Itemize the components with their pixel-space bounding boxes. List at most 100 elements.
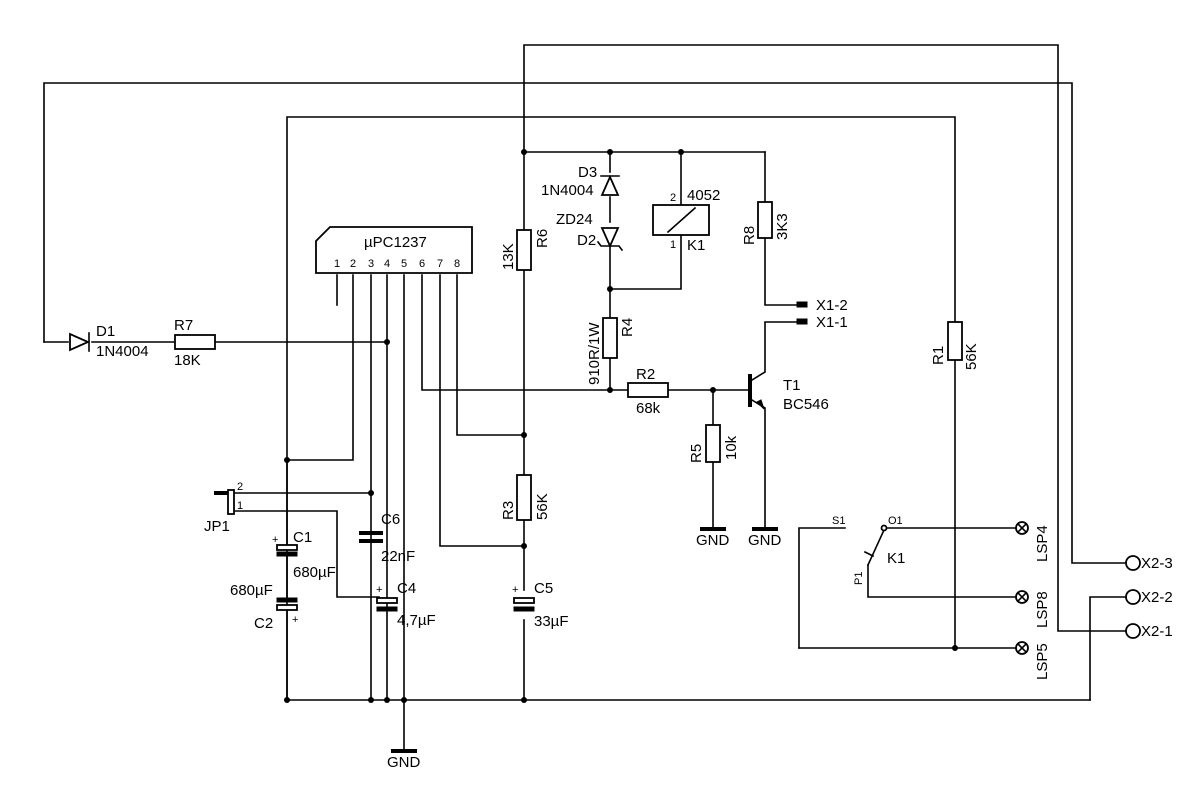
lsp8-pad: [1015, 590, 1029, 604]
ic-upc1237: µPC1237 1 2 3 4 5 6 7 8: [315, 226, 473, 274]
junction: [368, 490, 374, 496]
resistor-r6: R6 13K: [500, 229, 551, 271]
junction: [384, 339, 390, 345]
x2-2-label: X2-2: [1141, 589, 1173, 606]
junction: [368, 697, 374, 703]
c1-value: 680µF: [293, 564, 336, 581]
lsp4-label: LSP4: [1034, 525, 1051, 562]
lsp4-pad: [1015, 521, 1029, 535]
gnd-label: GND: [387, 754, 421, 771]
x2-1-label: X2-1: [1141, 623, 1173, 640]
r5-value: 10k: [723, 435, 740, 460]
junction: [952, 645, 958, 651]
resistor-r3: R3 56K: [500, 474, 551, 521]
junction: [678, 149, 684, 155]
resistor-r7: R7 18K: [174, 317, 216, 369]
d1-value: 1N4004: [96, 343, 149, 360]
junction: [284, 457, 290, 463]
r3-value: 56K: [534, 493, 551, 520]
x1-1-label: X1-1: [816, 314, 848, 331]
diode-d3: D3 1N4004: [541, 164, 620, 199]
junction: [401, 697, 407, 703]
d1-ref: D1: [96, 323, 115, 340]
c5-ref: C5: [534, 580, 553, 597]
c1-ref: C1: [293, 529, 312, 546]
r6-ref: R6: [534, 229, 551, 248]
gnd-label: GND: [748, 532, 782, 549]
ic-pin-6: 6: [419, 258, 425, 270]
junction: [710, 387, 716, 393]
capacitor-c1: + C1 680µF: [272, 529, 336, 581]
lsp5-label: LSP5: [1034, 643, 1051, 680]
ic-pin-5: 5: [401, 258, 407, 270]
x2-2-terminal: [1125, 589, 1141, 605]
ic-label: µPC1237: [364, 234, 427, 251]
c2-plus: +: [292, 614, 298, 626]
k1-pin-2: 2: [670, 192, 676, 204]
capacitor-c5: + C5 33µF: [512, 580, 569, 630]
junction: [521, 432, 527, 438]
r7-value: 18K: [174, 352, 201, 369]
lsp5-pad: [1015, 641, 1029, 655]
switch-o1: O1: [888, 515, 903, 527]
resistor-r5: R5 10k: [688, 424, 740, 463]
junction: [607, 387, 613, 393]
r8-ref: R8: [741, 226, 758, 245]
x2-3-label: X2-3: [1141, 555, 1173, 572]
r7-ref: R7: [174, 317, 193, 334]
resistor-r1: R1 56K: [930, 321, 980, 370]
junctions: [284, 149, 958, 703]
ic-pin-7: 7: [437, 258, 443, 270]
k1-value: 4052: [687, 187, 720, 204]
wires: [43, 44, 1127, 751]
ic-pin-1: 1: [334, 258, 340, 270]
junction: [521, 697, 527, 703]
resistor-r8: R8 3K3: [741, 201, 791, 245]
r2-ref: R2: [636, 366, 655, 383]
d3-ref: D3: [578, 164, 597, 181]
ic-pin-4: 4: [384, 258, 390, 270]
jp1-pin-1: 1: [237, 500, 243, 512]
junction: [284, 697, 290, 703]
c2-ref: C2: [254, 615, 273, 632]
d2-ref: D2: [577, 232, 596, 249]
junction: [521, 149, 527, 155]
r4-value: 910R/1W: [586, 322, 603, 385]
transistor-t1: T1 BC546: [748, 374, 829, 413]
capacitor-c6: C6 22nF: [359, 511, 415, 565]
c1-plus: +: [272, 534, 278, 546]
gnd-symbols: GND GND GND: [387, 527, 782, 771]
c5-value: 33µF: [534, 613, 569, 630]
k1-pin-1: 1: [670, 239, 676, 251]
r4-ref: R4: [619, 318, 636, 337]
c4-value: 4,7µF: [397, 612, 436, 629]
capacitor-c2: + 680µF C2: [230, 582, 298, 632]
junction: [521, 543, 527, 549]
t1-value: BC546: [783, 396, 829, 413]
switch-k1-ref: K1: [887, 550, 905, 567]
r8-value: 3K3: [774, 213, 791, 240]
gnd-label: GND: [696, 532, 730, 549]
c6-ref: C6: [381, 511, 400, 528]
r3-ref: R3: [500, 501, 517, 520]
x1-2-label: X1-2: [816, 297, 848, 314]
gnd-r5: GND: [696, 527, 730, 549]
connector-x2: X2-3 X2-2 X2-1: [1125, 555, 1173, 640]
gnd-t1: GND: [748, 527, 782, 549]
lsp8-label: LSP8: [1034, 591, 1051, 628]
r2-value: 68k: [636, 400, 661, 417]
lsp-pads: LSP4 LSP8 LSP5: [1015, 521, 1051, 680]
r6-value: 13K: [500, 243, 517, 270]
jp1-pin-2: 2: [237, 481, 243, 493]
jumper-jp1: 2 1 JP1: [204, 481, 243, 535]
t1-ref: T1: [783, 377, 801, 394]
relay-coil-k1: 4052 K1 2 1: [652, 187, 720, 254]
d2-value: ZD24: [556, 211, 593, 228]
relay-switch-k1: S1 O1 P1 K1: [832, 515, 905, 585]
junction: [607, 286, 613, 292]
d3-value: 1N4004: [541, 182, 594, 199]
junction: [607, 149, 613, 155]
x2-3-terminal: [1125, 555, 1141, 571]
jp1-ref: JP1: [204, 518, 230, 535]
connector-x1: X1-2 X1-1: [796, 297, 848, 331]
